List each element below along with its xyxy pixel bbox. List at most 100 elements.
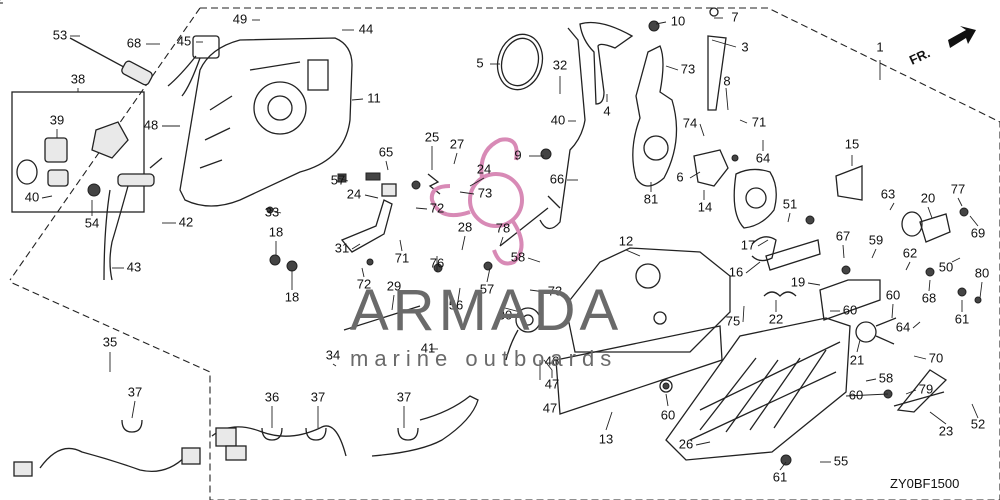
callout-leader (929, 411, 947, 425)
callout-leader (787, 212, 791, 223)
o-ring (496, 33, 544, 91)
part-callout-8: 8 (723, 73, 730, 88)
part-callout-43: 43 (127, 259, 141, 274)
cable-shaft (343, 305, 421, 331)
part-callout-15: 15 (845, 136, 859, 151)
part-callout-5: 5 (476, 55, 483, 70)
part-callout-56: 56 (449, 297, 463, 312)
part-callout-55: 55 (834, 453, 848, 468)
part-callout-58: 58 (511, 249, 525, 264)
part-callout-39: 39 (50, 112, 64, 127)
watermark-tagline: marine outboards (350, 346, 617, 371)
detent-cam (733, 168, 777, 229)
neutral-link (819, 279, 948, 413)
callout-leader (415, 207, 428, 210)
part-callout-46: 46 (545, 353, 559, 368)
callout-leader (665, 393, 669, 407)
part-callout-60: 60 (843, 302, 857, 317)
callout-leader (655, 21, 667, 25)
side-plate (567, 247, 731, 353)
callout-leader (865, 378, 877, 382)
callout-leader (269, 209, 282, 214)
part-callout-66: 66 (550, 171, 564, 186)
part-callout-47: 47 (545, 376, 559, 391)
callout-leader (757, 239, 769, 247)
part-callout-68: 68 (127, 35, 141, 50)
throttle-arm (340, 199, 393, 266)
pivot-bracket (707, 7, 727, 111)
part-callout-50: 50 (939, 259, 953, 274)
part-callout-47: 47 (543, 400, 557, 415)
part-callout-29: 29 (387, 278, 401, 293)
part-callout-42: 42 (179, 214, 193, 229)
callout-leader (486, 267, 491, 283)
part-callout-67: 67 (836, 228, 850, 243)
part-callout-33: 33 (265, 204, 279, 219)
watermark-brand: ARMADA (350, 278, 622, 343)
part-callout-62: 62 (903, 245, 917, 260)
part-callout-2: 2 (0, 0, 4, 6)
callout-leader (332, 363, 337, 367)
part-callout-25: 25 (425, 129, 439, 144)
part-callout-18: 18 (269, 224, 283, 239)
front-direction-arrow (948, 26, 976, 48)
callout-leader (891, 303, 894, 319)
part-callout-38: 38 (71, 71, 85, 86)
callout-leader (912, 321, 921, 329)
part-callout-14: 14 (698, 199, 712, 214)
callout-leader (461, 235, 466, 251)
part-callout-28: 28 (458, 219, 472, 234)
part-callout-30: 30 (498, 307, 512, 322)
part-callout-11: 11 (367, 90, 381, 105)
callout-leader (665, 65, 679, 71)
part-callout-76: 76 (430, 255, 444, 270)
callout-leader (957, 197, 963, 207)
callout-leader (605, 411, 613, 431)
assembly-frame (9, 7, 1000, 500)
part-callout-35: 35 (103, 334, 117, 349)
diagram-code: ZY0BF1500 (890, 476, 959, 491)
callout-leader (364, 194, 379, 199)
part-callout-3: 3 (741, 39, 748, 54)
part-callout-70: 70 (929, 350, 943, 365)
part-callout-75: 75 (726, 313, 740, 328)
part-callout-77: 77 (951, 181, 965, 196)
callout-leader (351, 243, 361, 250)
callout-leader (699, 123, 705, 137)
callout-leader (742, 305, 745, 323)
part-callout-44: 44 (359, 21, 373, 36)
neutral-switch (505, 307, 541, 361)
callout-leader (695, 441, 711, 446)
callout-leader (543, 359, 553, 371)
callout-leader (131, 400, 136, 419)
callout-leader (905, 261, 911, 271)
part-callout-81: 81 (644, 191, 658, 206)
part-callout-64: 64 (896, 319, 910, 334)
part-callout-65: 65 (379, 144, 393, 159)
part-callout-59: 59 (869, 232, 883, 247)
front-direction-label: FR. (907, 45, 932, 67)
watermark-logo (429, 137, 524, 266)
throttle-rod (69, 37, 153, 86)
part-callout-32: 32 (553, 57, 567, 72)
callout-leader (361, 267, 365, 278)
callout-leader (779, 461, 787, 471)
callout-leader (689, 171, 701, 179)
sub-harness (13, 447, 201, 477)
part-callout-27: 27 (450, 136, 464, 151)
part-callout-37: 37 (128, 384, 142, 399)
callout-leader (625, 249, 641, 257)
part-callout-80: 80 (975, 265, 989, 280)
callout-leader (725, 87, 729, 111)
part-callout-22: 22 (769, 311, 783, 326)
part-callout-1: 1 (876, 39, 883, 54)
callout-leader (529, 289, 546, 293)
cover-plate (665, 317, 851, 461)
callout-leader (969, 215, 979, 227)
callout-leader (745, 261, 761, 274)
friction-knob (855, 317, 897, 345)
part-callout-68: 68 (922, 290, 936, 305)
callout-leader (399, 239, 403, 252)
part-callout-57: 57 (331, 172, 345, 187)
callout-leader (469, 177, 485, 187)
